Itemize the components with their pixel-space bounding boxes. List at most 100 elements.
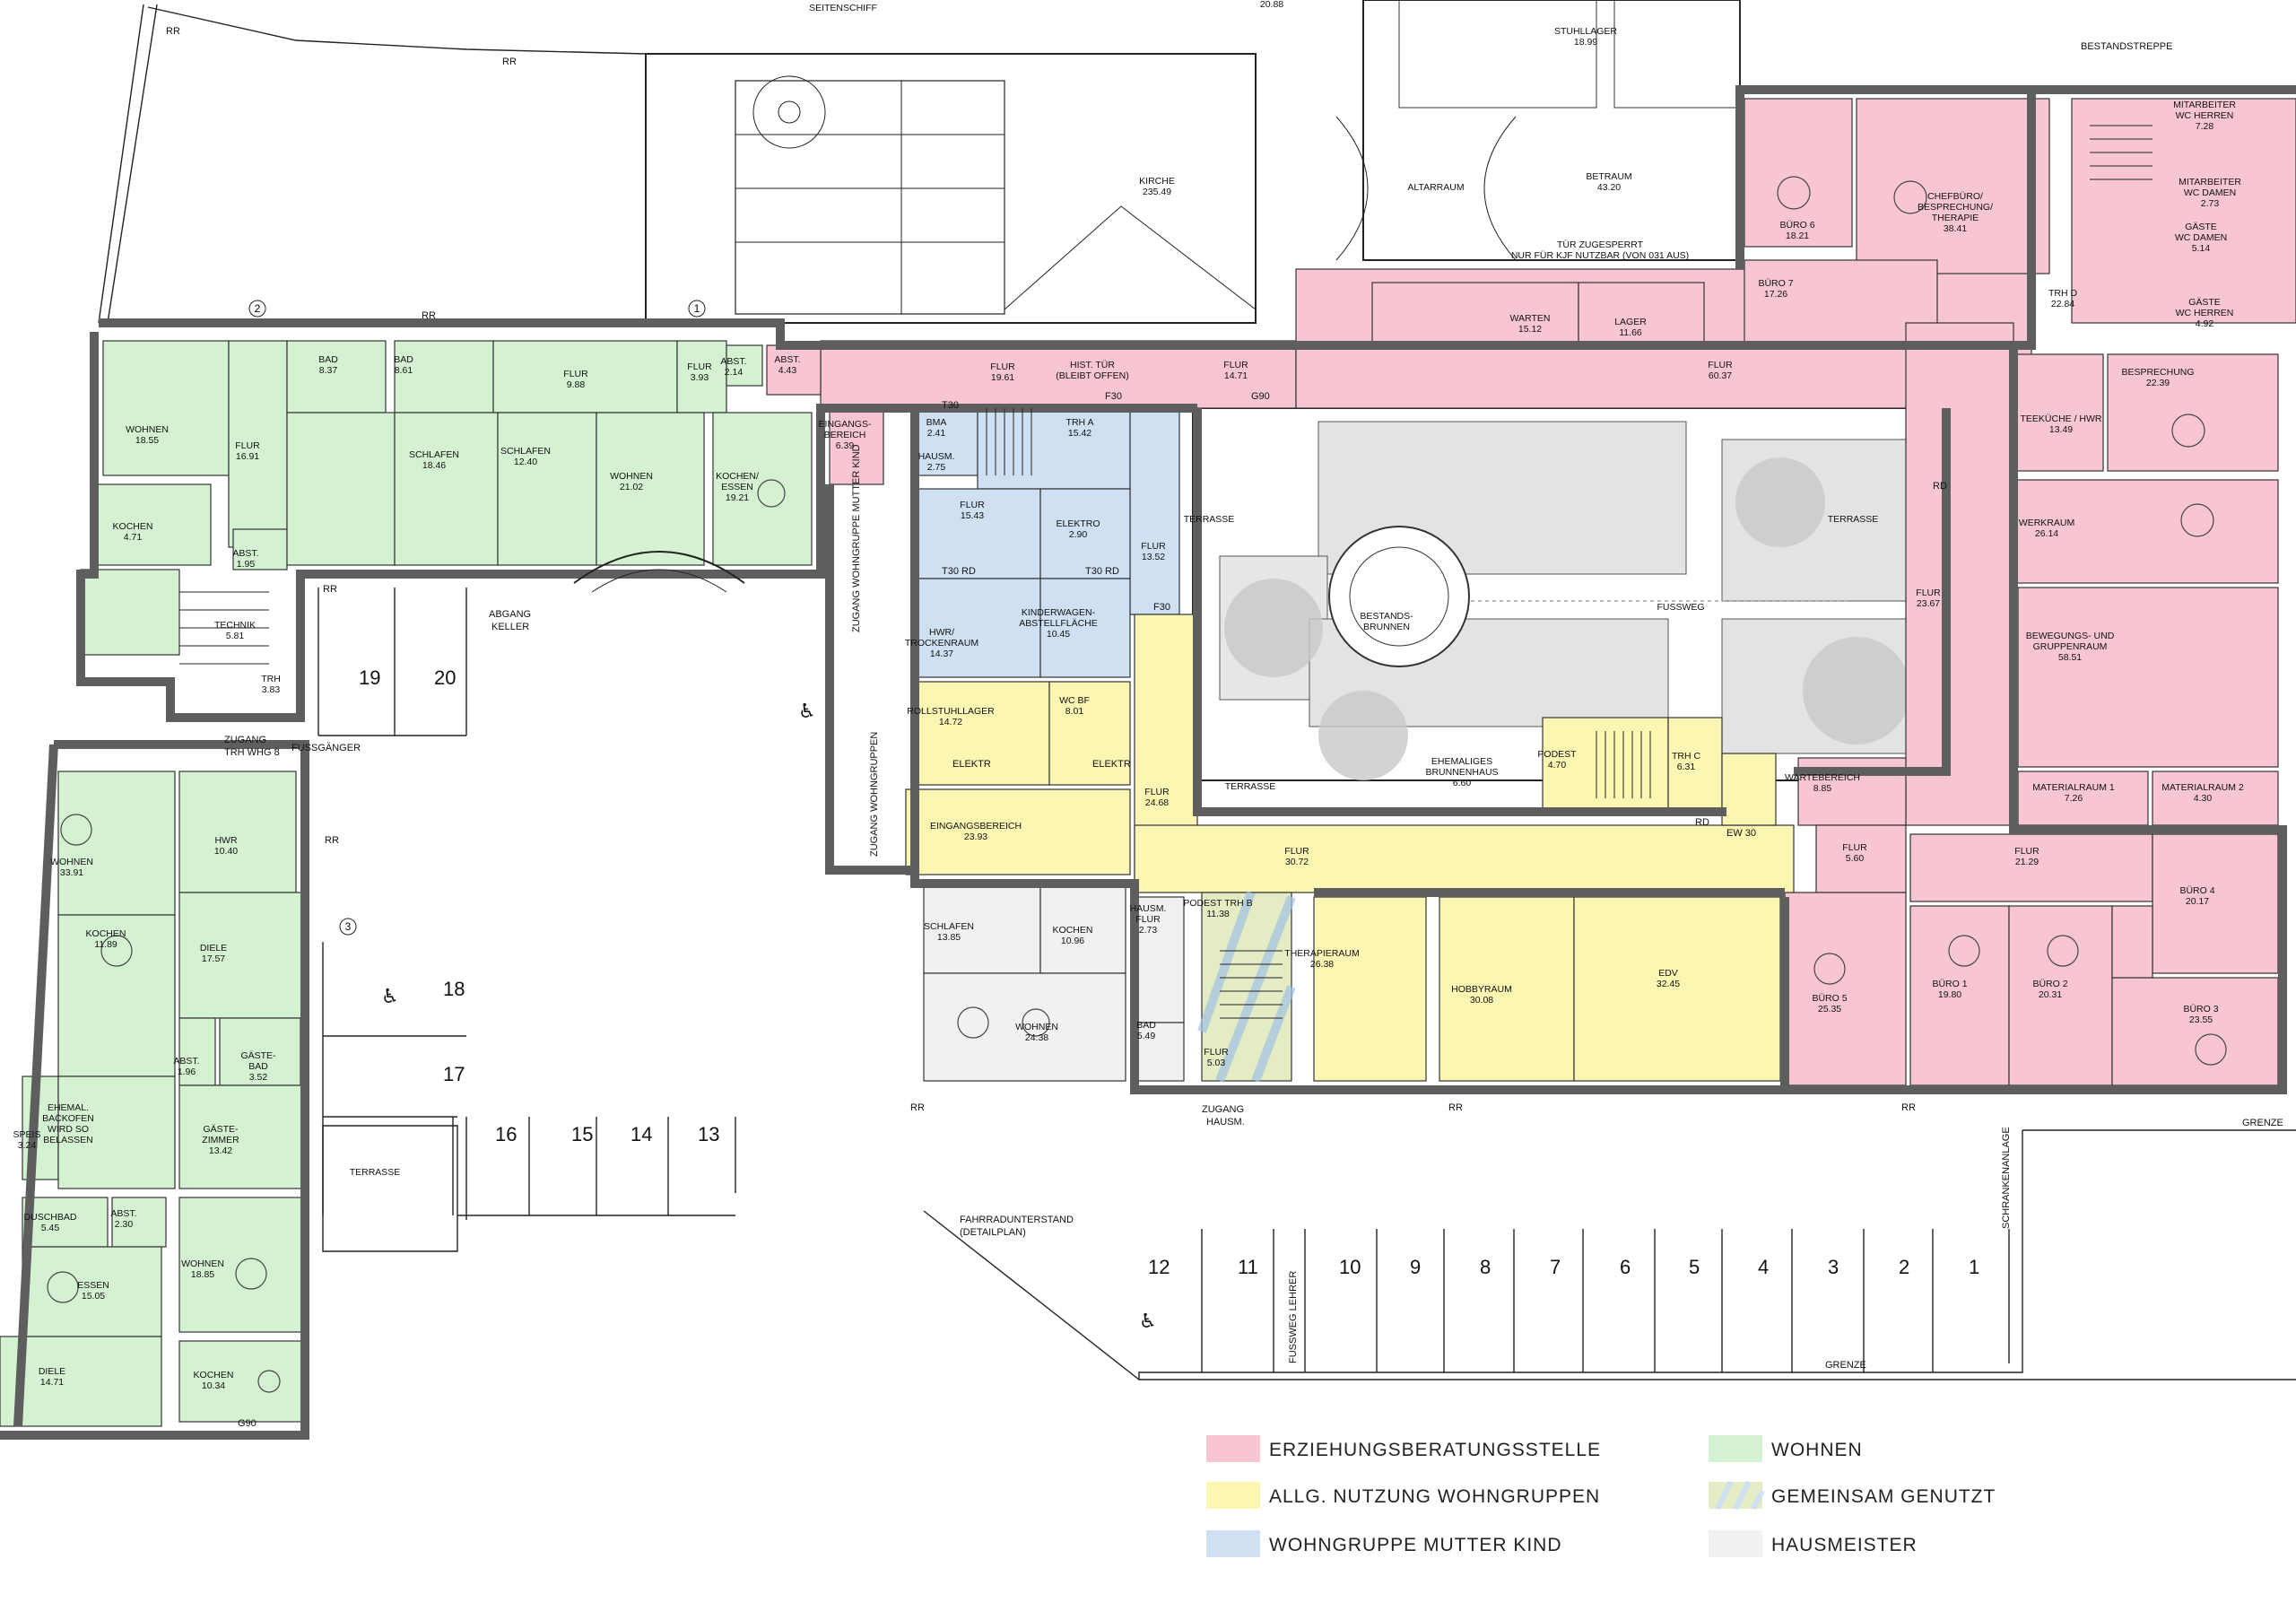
room-label-line: 3.24 bbox=[18, 1140, 37, 1151]
section-marker-3: 3 bbox=[339, 918, 357, 936]
furniture bbox=[47, 176, 2227, 1393]
room-label-line: 6.60 bbox=[1453, 778, 1472, 788]
room-bad837 bbox=[286, 340, 387, 414]
legend-item-gemeinsam: GEMEINSAM GENUTZT bbox=[1709, 1480, 1995, 1511]
label-rr-6: RR bbox=[1901, 1102, 1916, 1113]
room-label-line: BEWEGUNGS- UND bbox=[2026, 631, 2115, 641]
room-label-line: KIRCHE bbox=[1139, 176, 1175, 187]
room-hobby bbox=[1439, 896, 1575, 1082]
room-duschbad bbox=[22, 1197, 109, 1248]
room-label-line: ESSEN bbox=[77, 1280, 109, 1291]
label-zugang-hausm-2: HAUSM. bbox=[1206, 1117, 1245, 1128]
parking-space-number: 6 bbox=[1620, 1256, 1631, 1278]
room-warten bbox=[1371, 282, 1579, 346]
room-label-line: 32.45 bbox=[1657, 979, 1680, 989]
label-grenze-2: GRENZE bbox=[1825, 1360, 1866, 1371]
room-label-line: 19.80 bbox=[1938, 989, 1961, 1000]
room-label-line: 17.26 bbox=[1764, 289, 1787, 300]
legend-label: HAUSMEISTER bbox=[1771, 1535, 1918, 1555]
rooms-layer bbox=[0, 98, 2296, 1427]
room-label-line: 17.57 bbox=[202, 954, 225, 964]
room-label-line: 20.17 bbox=[2186, 896, 2209, 907]
parking-space-number: 11 bbox=[1238, 1256, 1258, 1278]
room-label-line: 1.96 bbox=[178, 1067, 196, 1077]
label-elektr-2: ELEKTR bbox=[1092, 759, 1131, 770]
room-label-line: BAD bbox=[1136, 1020, 1156, 1031]
room-label-line: ABST. bbox=[774, 354, 800, 365]
room-hausm-flur bbox=[1134, 896, 1185, 1023]
label-f30-1: F30 bbox=[1105, 391, 1122, 402]
room-label-line: TERRASSE bbox=[1828, 514, 1879, 525]
room-label-line: 16.91 bbox=[236, 451, 259, 462]
room-label-line: 2.73 bbox=[1139, 925, 1158, 936]
room-material2 bbox=[2152, 771, 2279, 826]
wheelchair-icon: ♿ bbox=[381, 986, 399, 1008]
room-label-line: FLUR bbox=[990, 361, 1015, 372]
room-label-line: THERAPIERAUM bbox=[1284, 948, 1359, 959]
parking-space-number: 20 bbox=[434, 666, 456, 689]
svg-text:3: 3 bbox=[345, 920, 352, 933]
room-lift bbox=[1721, 753, 1777, 826]
room-label-line: 19.21 bbox=[726, 492, 749, 503]
room-label-line: TRH D bbox=[2048, 288, 2077, 299]
room-elektro bbox=[1039, 488, 1131, 579]
room-label-line: SPEIS bbox=[13, 1129, 41, 1140]
room-label-line: ABST. bbox=[110, 1208, 136, 1219]
room-label-line: 18.21 bbox=[1786, 231, 1809, 241]
room-label-line: BAD bbox=[318, 354, 338, 365]
room-label-line: BÜRO 4 bbox=[2179, 885, 2214, 896]
room-label-line: FLUR bbox=[235, 440, 260, 451]
room-label-line: 3.52 bbox=[249, 1072, 268, 1083]
room-label-line: 7.28 bbox=[2196, 121, 2214, 132]
room-label-line: 10.34 bbox=[202, 1380, 225, 1391]
parking-space-number: 14 bbox=[631, 1123, 652, 1145]
room-kinderwagen bbox=[1039, 578, 1131, 678]
room-label-line: KOCHEN bbox=[113, 521, 153, 532]
parking-space-number: 17 bbox=[443, 1063, 465, 1085]
room-wohnen1855 bbox=[102, 340, 230, 476]
room-label-line: FLUR bbox=[1135, 914, 1161, 925]
room-label-line: LAGER bbox=[1614, 317, 1647, 327]
room-label-terrasse_e: TERRASSE bbox=[1828, 514, 1879, 525]
room-schlafen1846 bbox=[394, 412, 499, 566]
room-label-line: 13.49 bbox=[2049, 424, 2073, 435]
room-label-line: 22.39 bbox=[2146, 378, 2170, 388]
room-label-line: HOBBYRAUM bbox=[1451, 984, 1512, 995]
room-label-line: WOHNEN bbox=[126, 424, 169, 435]
label-bestandstreppe: BESTANDSTREPPE bbox=[2081, 41, 2173, 52]
label-rd-2: RD bbox=[1695, 817, 1709, 828]
label-fussweg-lehrer: FUSSWEG LEHRER bbox=[1288, 1271, 1299, 1363]
room-eingang2393 bbox=[905, 788, 1131, 875]
room-wohnen1885 bbox=[178, 1197, 306, 1333]
room-label-line: 23.67 bbox=[1917, 598, 1940, 609]
room-label-line: HWR bbox=[214, 835, 237, 846]
room-label-line: TERRASSE bbox=[350, 1167, 401, 1178]
label-zugang-whg8-2: TRH WHG 8 bbox=[224, 747, 280, 758]
legend-swatch bbox=[1709, 1435, 1762, 1462]
room-label-line: EHEMALIGES bbox=[1431, 756, 1492, 767]
room-label-histtuer: HIST. TÜR(BLEIBT OFFEN) bbox=[1056, 360, 1128, 381]
room-label-line: WOHNEN bbox=[50, 857, 93, 867]
room-therapie bbox=[1313, 896, 1427, 1082]
legend-item-allg: ALLG. NUTZUNG WOHNGRUPPEN bbox=[1206, 1482, 1599, 1509]
